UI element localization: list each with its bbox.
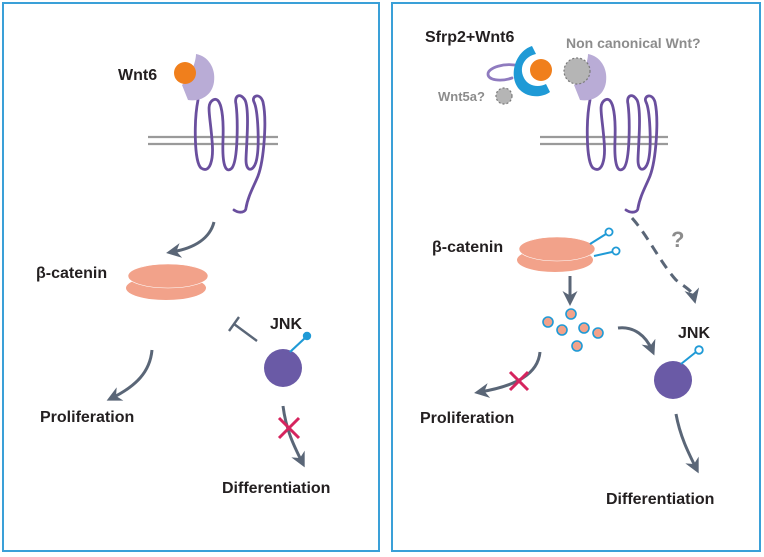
right-receptor-cap [574, 54, 607, 101]
right-sfrp2-tail [486, 63, 522, 82]
right-jnk-phospho [694, 345, 704, 355]
left-proliferation-label: Proliferation [40, 409, 134, 426]
right-jnk-label: JNK [678, 325, 710, 342]
right-noncanonical-wnt [563, 57, 591, 85]
right-arrow-to-differentiation [674, 413, 699, 474]
right-degraded-beta-catenin [542, 308, 604, 352]
right-panel: Non canonical Wnt? Sfrp2+Wnt6 Wnt5a? β-c… [391, 2, 761, 552]
left-jnk-phospho [302, 331, 312, 341]
left-jnk-label: JNK [270, 316, 302, 333]
left-beta-catenin-label: β-catenin [36, 265, 107, 282]
right-proliferation-label: Proliferation [420, 410, 514, 427]
left-wnt6-ligand [174, 62, 196, 84]
right-noncanonical-label: Non canonical Wnt? [566, 35, 701, 51]
right-wnt5a-label: Wnt5a? [438, 89, 485, 104]
right-sfrp2 [513, 46, 550, 97]
right-frizzled-receptor [585, 94, 659, 214]
right-arrow-fragments-to-jnk [617, 326, 656, 356]
right-question-mark: ? [671, 227, 684, 252]
right-block-x-icon [508, 370, 530, 392]
left-beta-catenin [126, 263, 209, 300]
left-inhibition-to-jnk [228, 316, 258, 342]
right-jnk-phospho-stem [680, 351, 697, 365]
right-beta-catenin-label: β-catenin [432, 239, 503, 256]
left-panel: Wnt6 β-catenin JNK Proliferation Differe… [2, 2, 380, 552]
right-differentiation-label: Differentiation [606, 491, 714, 508]
left-differentiation-label: Differentiation [222, 480, 330, 497]
left-arrow-to-differentiation [281, 405, 305, 468]
right-dashed-arrow-to-jnk [630, 217, 700, 304]
right-beta-catenin [517, 236, 596, 272]
left-arrow-to-beta-catenin [166, 221, 216, 258]
right-beta-catenin-phospho [589, 227, 621, 257]
right-wnt5a [495, 87, 513, 105]
left-jnk-phospho-stem [289, 337, 306, 353]
left-frizzled-receptor [193, 94, 267, 214]
left-arrow-to-proliferation [106, 349, 154, 401]
left-block-x-icon [277, 416, 301, 440]
left-receptor-cap [182, 54, 215, 101]
right-wnt6-ligand [530, 59, 552, 81]
left-wnt6-label: Wnt6 [118, 67, 157, 84]
right-jnk [654, 361, 692, 399]
left-jnk [264, 349, 302, 387]
right-sfrp2-wnt6-label: Sfrp2+Wnt6 [425, 29, 514, 46]
